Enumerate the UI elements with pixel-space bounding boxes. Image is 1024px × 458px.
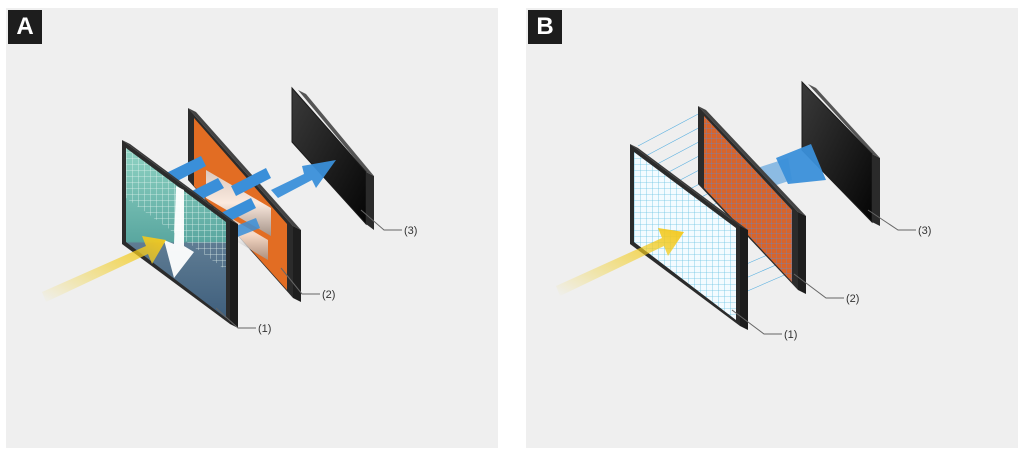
callout-label-b-2: (2) (846, 293, 859, 305)
output-screen-a (291, 86, 374, 230)
diagram-panel-b: (3) (2) (1) B (526, 8, 1018, 448)
callout-label-a-3: (3) (404, 225, 417, 237)
orange-layer-b (698, 106, 806, 294)
panel-badge-b: B (528, 10, 562, 44)
callout-leaders-a (215, 209, 402, 329)
panel-badge-a: A (8, 10, 42, 44)
output-screen-b (801, 80, 880, 226)
grid-layer-b (630, 144, 748, 330)
incoming-light-arrow-a (42, 236, 166, 302)
callout-label-b-1: (1) (784, 329, 797, 341)
callout-label-a-1: (1) (258, 323, 271, 335)
diagram-panel-a: (3) (2) (1) A (6, 8, 498, 448)
grid-layer-a (122, 140, 238, 328)
diagram-b-artwork: (3) (2) (1) (556, 80, 931, 341)
callout-label-b-3: (3) (918, 225, 931, 237)
callout-leaders-b (731, 209, 916, 335)
incoming-light-arrow-b (556, 228, 684, 296)
callout-label-a-2: (2) (322, 289, 335, 301)
diagram-a-artwork: (3) (2) (1) (42, 86, 417, 335)
